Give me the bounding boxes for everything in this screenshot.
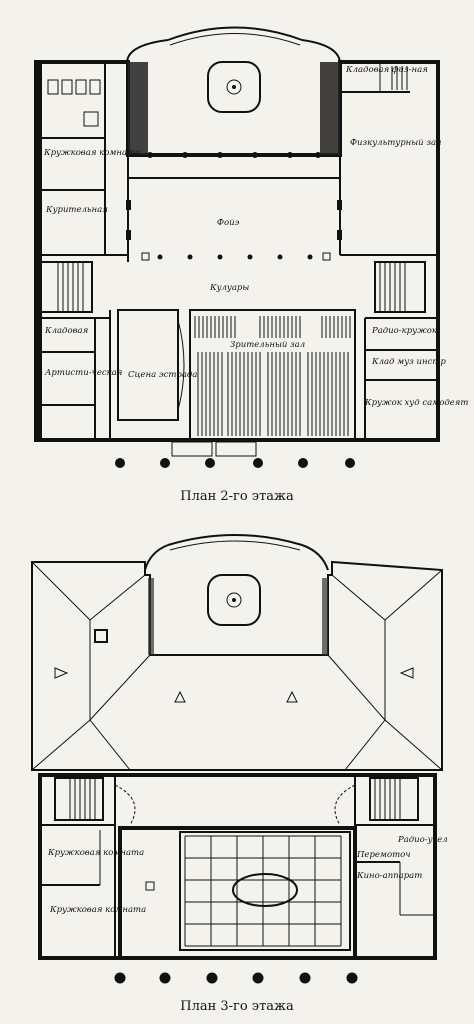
front-arc <box>167 26 303 41</box>
room-smoking: Курительная <box>45 205 108 215</box>
room-artists: Артисти-ческая <box>44 368 123 378</box>
skylight <box>179 831 351 951</box>
room-foyer: Фойэ <box>217 218 240 228</box>
auditorium-area <box>189 309 356 441</box>
plan-2nd-floor: Кладовая физ-ная Физкультурный зал Кружк… <box>34 26 468 504</box>
room-club-room-2: Кружковая комната <box>49 905 146 915</box>
room-stage: Сцена эстрада <box>128 370 197 380</box>
room-art-club: Кружок худ самодеят <box>364 398 468 408</box>
room-projector: Кино-аппарат <box>356 871 422 881</box>
room-storage-top: Кладовая физ-ная <box>345 65 428 75</box>
room-auditorium: Зрительный зал <box>230 340 305 350</box>
central-hall <box>118 826 357 960</box>
outer-wall <box>34 60 440 442</box>
room-radio-club: Радио-кружок <box>371 326 438 336</box>
room-radio-node: Радио-узел <box>397 835 448 845</box>
plan-caption-3rd: План 3-го этажа <box>180 999 294 1014</box>
room-corridors: Кулуары <box>209 283 249 293</box>
plan-3rd-floor: Кружковая комната Кружковая комната Ради… <box>31 534 448 1014</box>
room-storage-left: Кладовая <box>44 326 89 336</box>
front-arc-3 <box>167 534 303 546</box>
room-music-storage: Клад муз инстр <box>371 357 446 367</box>
room-club-room-1: Кружковая комната <box>47 848 144 858</box>
fountain-3 <box>207 574 261 626</box>
room-rewind: Перемоточ <box>356 850 411 860</box>
stage-area <box>117 309 179 421</box>
outer-wall-3 <box>38 773 437 960</box>
room-sports-hall: Физкультурный зал <box>350 138 441 148</box>
plan-caption-2nd: План 2-го этажа <box>180 489 294 504</box>
fountain <box>207 61 261 113</box>
room-club-room: Кружковая комната <box>43 148 140 158</box>
